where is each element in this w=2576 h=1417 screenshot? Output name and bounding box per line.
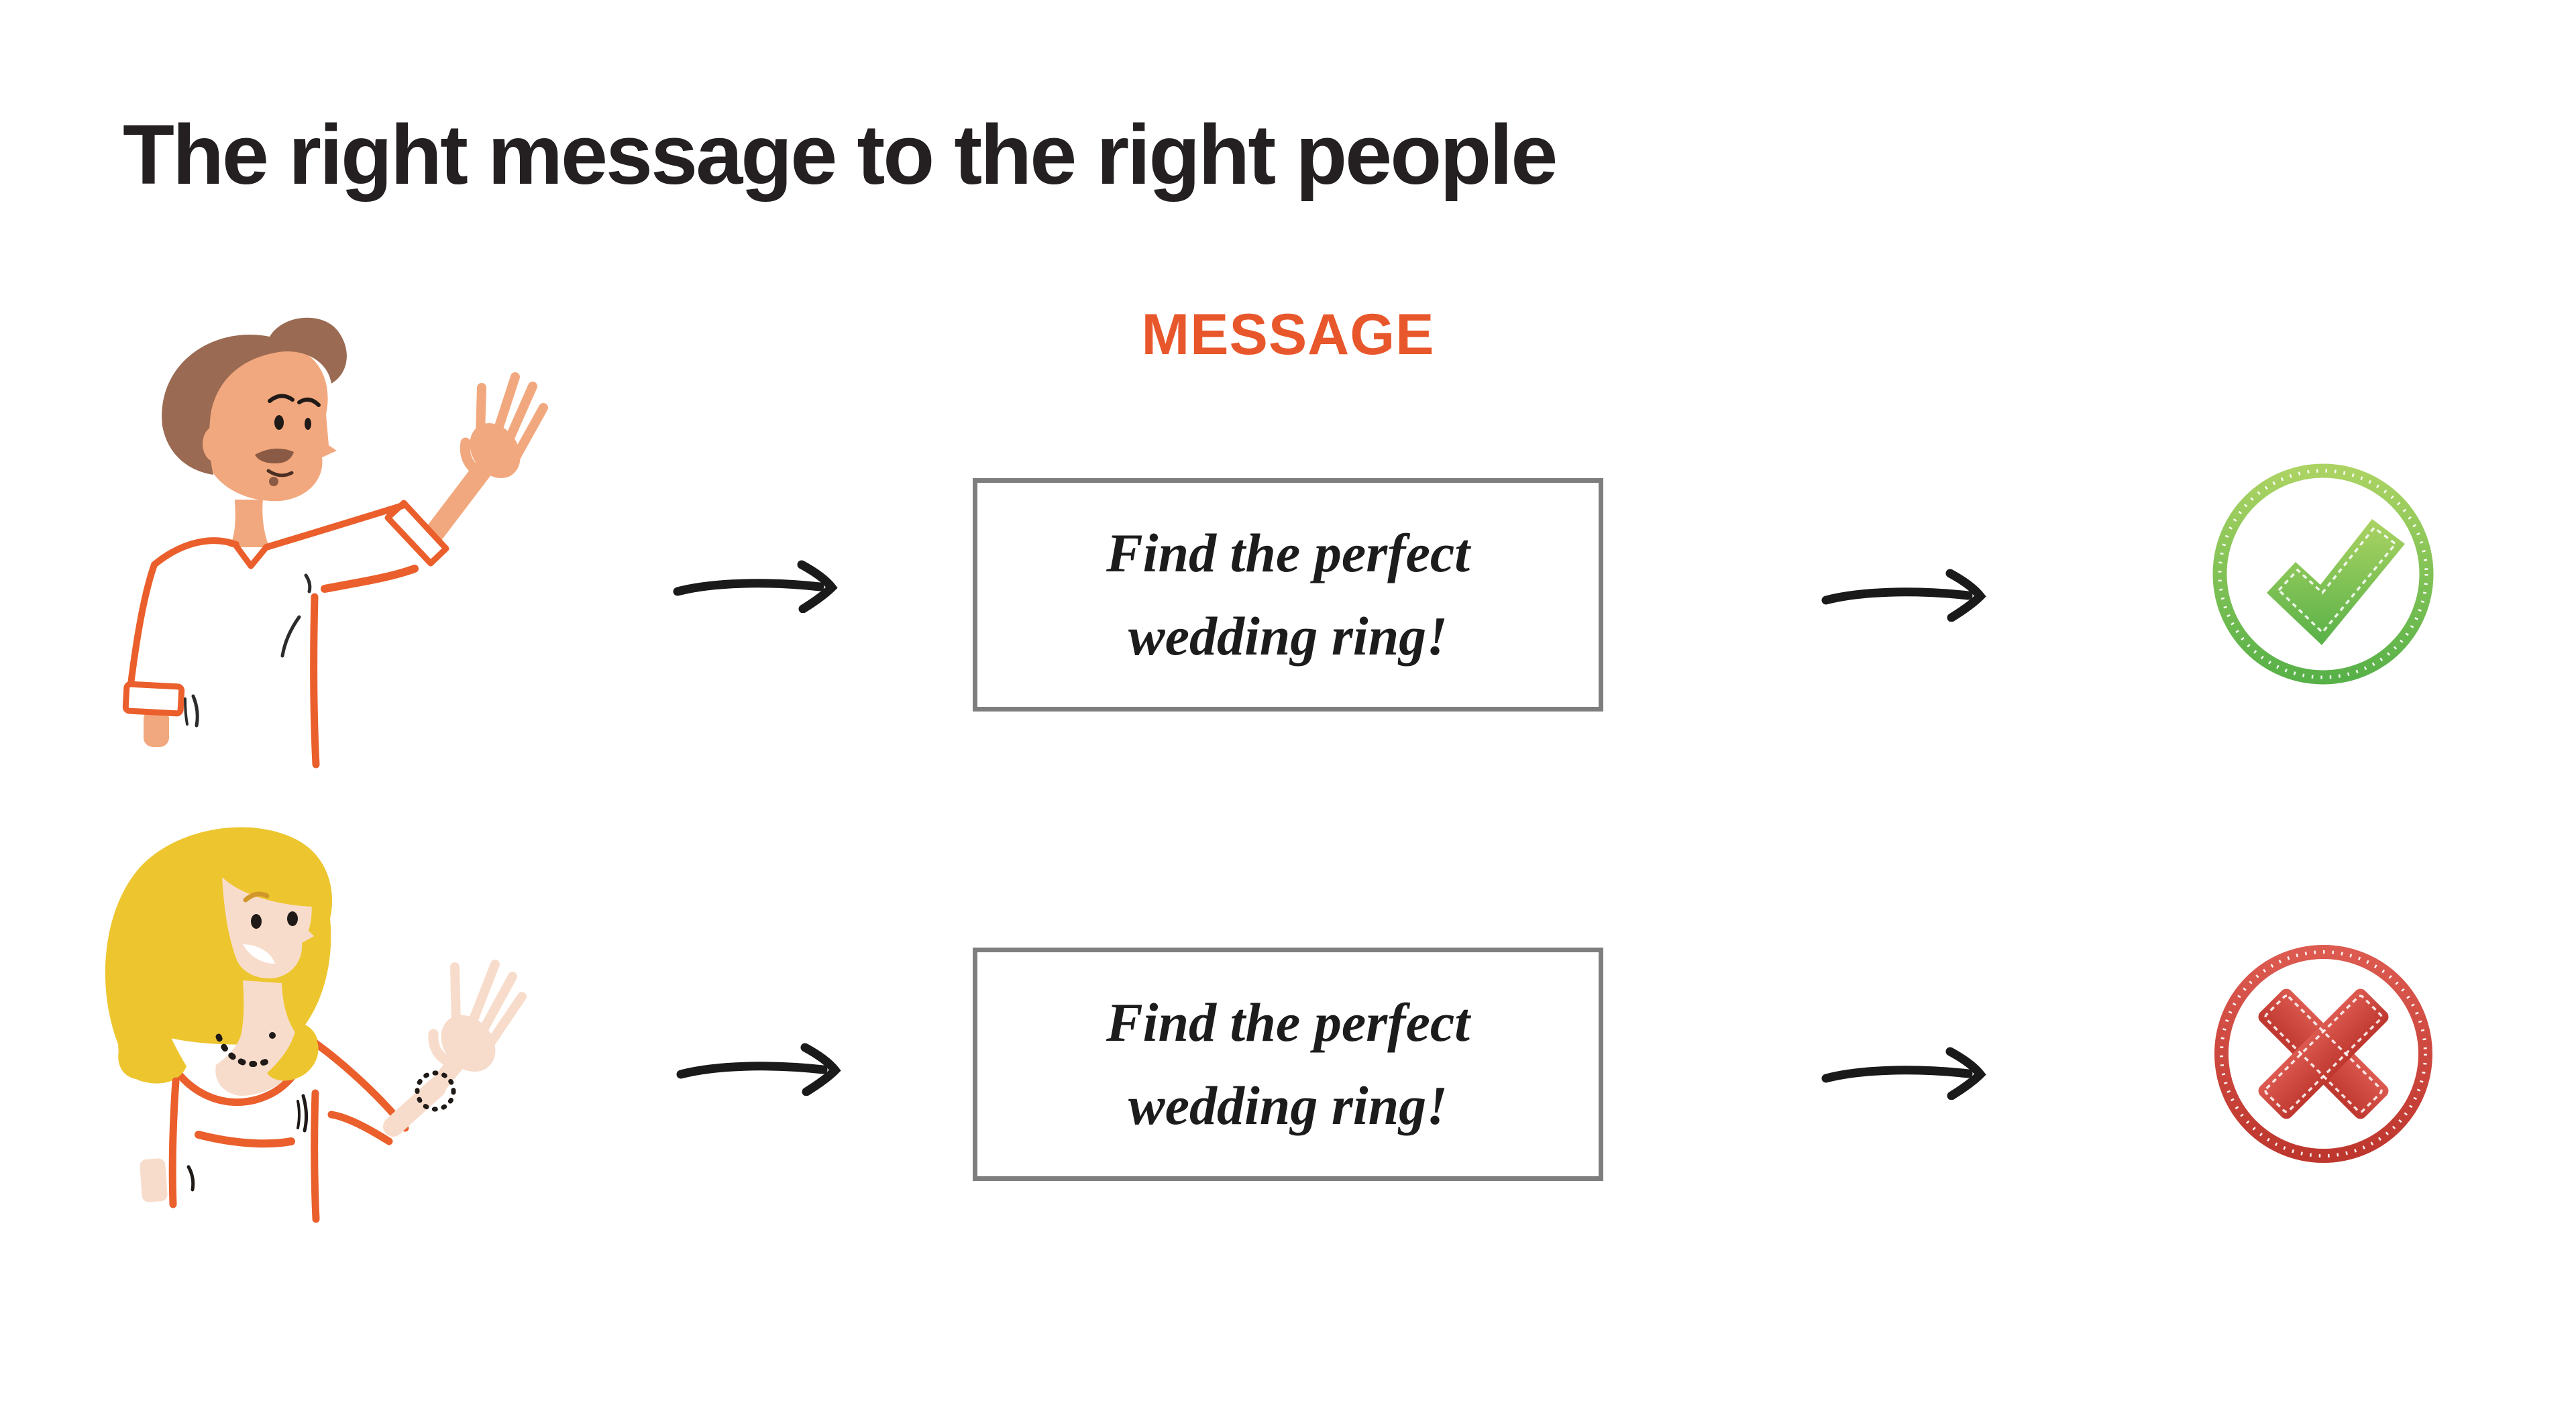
arrow-icon (1819, 1038, 1987, 1100)
message-line: Find the perfect (1106, 992, 1470, 1053)
cross-icon (2207, 938, 2440, 1170)
man-illustration-svg (122, 317, 548, 769)
check-icon (2205, 456, 2441, 692)
arrow-icon (674, 1034, 842, 1096)
message-line: wedding ring! (1128, 1075, 1448, 1136)
woman-illustration-svg (105, 827, 527, 1223)
arrow-icon (1819, 560, 1987, 622)
page-title: The right message to the right people (123, 107, 1558, 202)
message-line: Find the perfect (1106, 522, 1470, 583)
message-box: Find the perfect wedding ring! (973, 948, 1603, 1181)
message-box: Find the perfect wedding ring! (973, 478, 1603, 712)
man-illustration (101, 302, 570, 805)
message-column-label: MESSAGE (1141, 302, 1435, 367)
message-line: wedding ring! (1128, 606, 1448, 667)
arrow-icon (671, 551, 839, 613)
woman-illustration (101, 825, 570, 1328)
